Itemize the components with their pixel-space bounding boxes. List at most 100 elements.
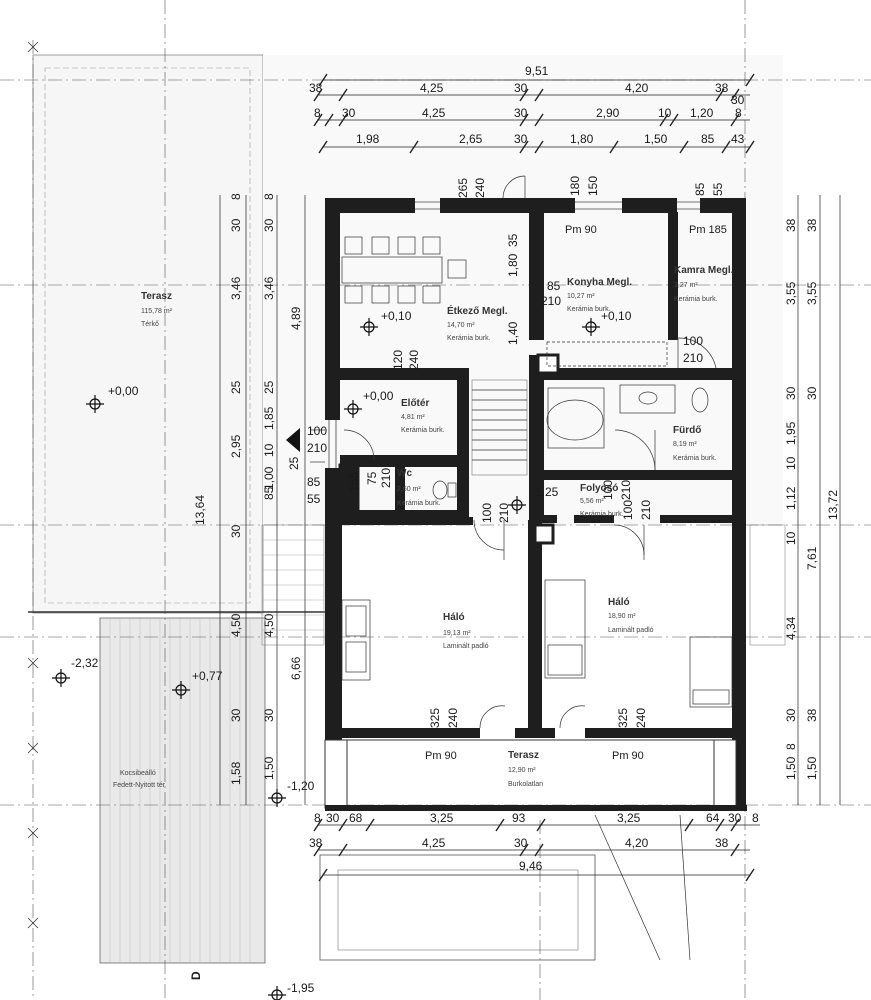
room-area-kamra: 2,27 m² (674, 282, 698, 289)
level-etkezo: +0,10 (381, 309, 412, 323)
dim-top-r3-2: 4,25 (422, 106, 446, 120)
open-o10-1: 210 (639, 500, 653, 520)
room-name-halo-2: Háló (608, 597, 630, 608)
level-carport: +0,77 (192, 669, 223, 683)
right-dimension-texts: 38 3,55 30 1,95 10 1,12 10 4,34 30 8 1,5… (784, 218, 840, 780)
dim-top-r2-0: 38 (309, 81, 323, 95)
dim-left-open-2: 25 (287, 456, 301, 470)
dim-left-c2-4: 1,85 (262, 406, 276, 430)
dim-left-c1-7: 30 (229, 708, 243, 722)
dim-top-r4-0: 1,98 (356, 132, 380, 146)
carport-line1: Kocsibeálló (120, 770, 156, 777)
dim-top-r4-6: 43 (731, 132, 745, 146)
open-o3-0: 85 (693, 182, 707, 196)
room-name-eloter: Előtér (401, 398, 429, 409)
open-o9-1: 210 (497, 503, 511, 523)
level-eloter: +0,00 (363, 389, 394, 403)
level-terasz-w: +0,00 (108, 384, 139, 398)
dim-right-c1-7: 4,34 (784, 616, 798, 640)
dim-right-c2-1: 3,55 (805, 281, 819, 305)
open-o4-2: 1,40 (506, 321, 520, 345)
dim-top-r3-4: 2,90 (596, 106, 620, 120)
room-name-terasz-s: Terasz (508, 750, 539, 761)
dim-right-c1-8: 30 (784, 708, 798, 722)
dim-top-r4-5: 85 (701, 132, 715, 146)
open-o1-1: 240 (473, 178, 487, 198)
parapet-kamra: Pm 185 (689, 224, 727, 236)
open-o9-0: 100 (480, 503, 494, 523)
dim-top-r2-2: 30 (514, 81, 528, 95)
dim-top-r3-3: 30 (514, 106, 528, 120)
dim-top-r2-4: 38 (715, 81, 729, 95)
open-o12-0: 325 (428, 708, 442, 728)
room-floor-halo-2: Laminált padló (608, 627, 654, 634)
dim-left-c2-9: 30 (262, 708, 276, 722)
room-area-terasz-s: 12,90 m² (508, 767, 536, 774)
windows (328, 201, 700, 468)
room-labels: Étkező Megl. 14,70 m² Kerámia burk. Kony… (113, 265, 734, 789)
dim-right-c2-3: 7,61 (805, 546, 819, 570)
open-o8-1: 75 (365, 471, 379, 485)
dim-bot-total: 9,46 (519, 859, 543, 873)
room-name-halo-1: Háló (443, 612, 465, 623)
dim-top-r3-6: 1,20 (690, 106, 714, 120)
room-area-furdo: 8,19 m² (673, 441, 697, 448)
dim-left-c2-7: 85 (262, 486, 276, 500)
dim-top-r4-1: 2,65 (459, 132, 483, 146)
dim-left-c2-10: 1,50 (262, 756, 276, 780)
dim-right-c1-2: 30 (784, 386, 798, 400)
level-markers (52, 318, 600, 1000)
open-o5-0: 85 (547, 279, 561, 293)
dim-left-c2-8: 4,50 (262, 613, 276, 637)
room-name-folyoso: Folyosó (580, 483, 618, 494)
section-arrow-icon (286, 428, 300, 452)
level-lower: -1,95 (287, 981, 315, 995)
dim-left-c1-8: 1,58 (229, 761, 243, 785)
site-background (28, 54, 786, 964)
open-o3-1: 55 (711, 182, 725, 196)
room-floor-terasz-w: Térkő (141, 321, 159, 328)
open-o8-0: 155 (347, 472, 361, 492)
dim-bot-r2-1: 4,25 (422, 836, 446, 850)
dim-right-c2-4: 38 (805, 708, 819, 722)
opening-labels: 265 240 180 150 85 55 35 1,80 1,40 85 21… (347, 176, 725, 728)
dim-right-c1-1: 3,55 (784, 281, 798, 305)
open-o11-1: 210 (619, 480, 633, 500)
furniture (310, 175, 733, 729)
room-name-konyha: Konyha Megl. (567, 277, 632, 288)
dim-bot-r1-2: 68 (349, 811, 363, 825)
section-letter: D (189, 971, 203, 980)
dim-left-c3-1: 6,66 (289, 656, 303, 680)
level-texts: +0,10 +0,10 +0,00 +0,00 -2,32 +0,77 -1,2… (71, 309, 632, 995)
dim-bot-r2-0: 38 (309, 836, 323, 850)
open-o11-0: 100 (601, 480, 615, 500)
room-area-halo-1: 19,13 m² (443, 630, 471, 637)
room-area-eloter: 4,81 m² (401, 414, 425, 421)
dim-top-r4-4: 1,50 (644, 132, 668, 146)
dim-right-c2-5: 1,50 (805, 756, 819, 780)
room-floor-wc: Kerámia burk. (397, 500, 441, 507)
dim-right-c2-0: 38 (805, 218, 819, 232)
open-o8-2: 210 (379, 468, 393, 488)
dim-bot-r2-4: 38 (715, 836, 729, 850)
dim-left-c2-6: 1,00 (262, 466, 276, 490)
dim-left-open-1: 210 (307, 441, 327, 455)
dim-left-c2-0: 8 (262, 193, 276, 200)
open-o6-0: 100 (683, 334, 703, 348)
dim-bot-r2-2: 30 (514, 836, 528, 850)
open-o5-1: 210 (541, 294, 561, 308)
dim-top-r2-5: 30 (731, 93, 745, 107)
open-o12-1: 240 (446, 708, 460, 728)
room-floor-terasz-s: Burkolatlan (508, 781, 543, 788)
dim-left-c3-0: 4,89 (289, 306, 303, 330)
dim-left-c1-5: 30 (229, 524, 243, 538)
parapet-labels: Pm 90 Pm 185 Pm 90 Pm 90 (425, 224, 727, 762)
top-dimension-texts: 9,51 38 4,25 30 4,20 38 30 8 30 4,25 30 … (309, 64, 745, 146)
parapet-halo-1: Pm 90 (425, 750, 457, 762)
room-floor-konyha: Kerámia burk. (567, 306, 611, 313)
dim-left-c1-0: 8 (229, 193, 243, 200)
dim-left-open-3: 85 (307, 475, 321, 489)
grid-end-crosses (27, 41, 39, 929)
open-o13-1: 240 (634, 708, 648, 728)
